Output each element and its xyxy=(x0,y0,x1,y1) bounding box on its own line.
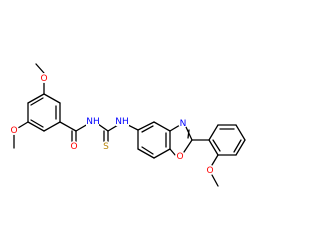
atom-label-o-oxazole: O xyxy=(176,152,183,162)
atom-o-methoxy-right: O xyxy=(205,165,215,176)
atom-label-nh-aryl: NH xyxy=(115,117,129,127)
atom-label-n-oxazole: N xyxy=(180,119,187,129)
molecule-structure: O O O NH S NH N O O xyxy=(9,63,246,187)
atom-o-carbonyl: O xyxy=(69,141,79,152)
atom-o-oxazole: O xyxy=(175,151,185,162)
ring-oxazole xyxy=(169,124,193,157)
atom-label-s-thio: S xyxy=(103,142,109,152)
atom-s-thio: S xyxy=(101,141,111,152)
atom-label-o-methoxy-right: O xyxy=(206,166,213,176)
atom-o-methoxy-left: O xyxy=(9,125,19,136)
atom-o-methoxy-top: O xyxy=(39,73,49,84)
atom-label-o-methoxy-top: O xyxy=(40,74,47,84)
methoxy-groups-left xyxy=(13,63,45,149)
ring-benzoxazole-benzene xyxy=(137,121,171,159)
atom-label-o-methoxy-left: O xyxy=(10,126,17,136)
methoxy-group-right xyxy=(211,154,219,187)
ring-dimethoxyphenyl xyxy=(27,93,61,132)
atom-label-nh-amide: NH xyxy=(86,117,100,127)
atom-nh-aryl: NH xyxy=(115,116,129,127)
atom-label-o-carbonyl: O xyxy=(70,142,77,152)
ring-methoxyphenyl xyxy=(191,124,246,156)
atom-n-oxazole: N xyxy=(178,118,188,129)
atom-nh-amide: NH xyxy=(86,116,100,127)
